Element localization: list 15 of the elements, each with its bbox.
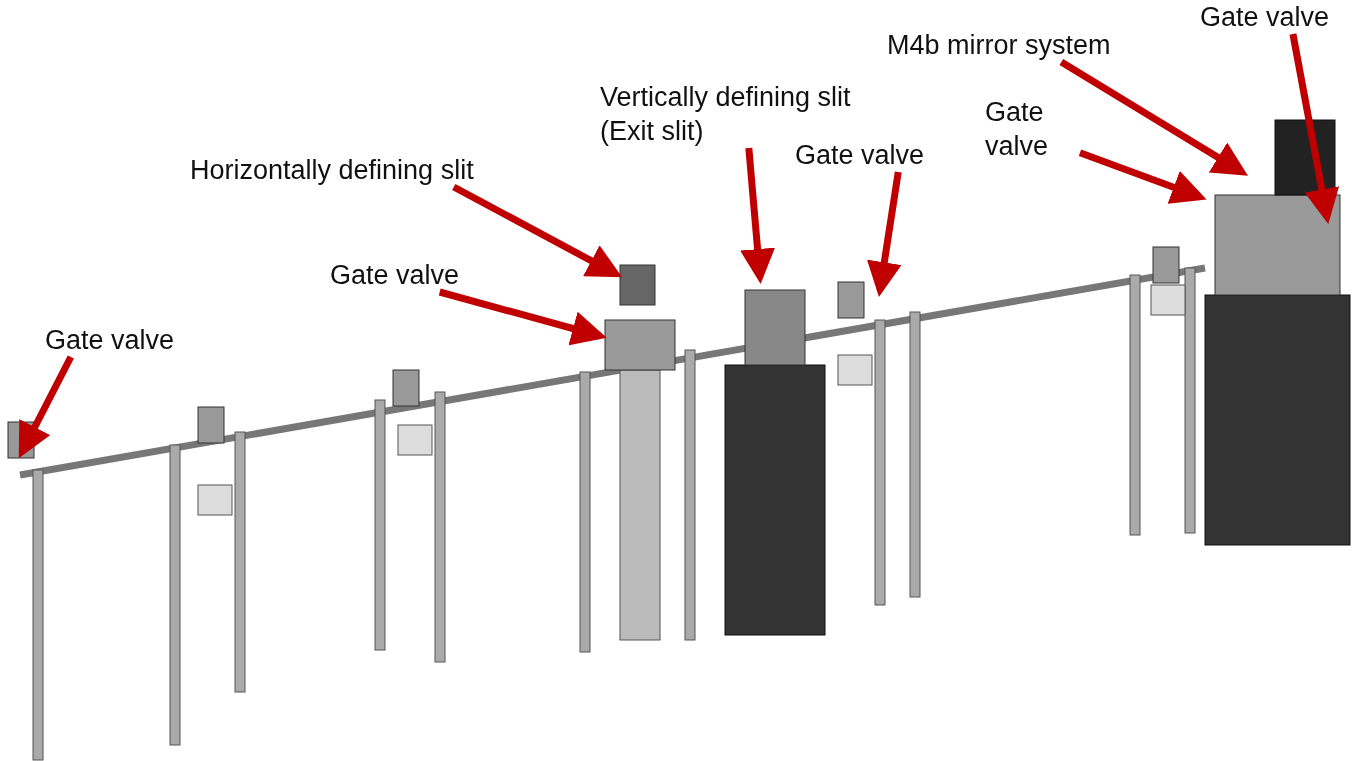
- leader-arrow: [18, 355, 74, 459]
- leader-arrow: [740, 147, 775, 284]
- leader-arrow: [438, 288, 607, 346]
- callout-label: M4b mirror system: [887, 28, 1111, 62]
- callout-label: Gate valve: [795, 138, 925, 172]
- leader-arrow: [1078, 149, 1207, 204]
- callout-label: Gate valve: [330, 258, 460, 292]
- callout-label: Horizontally defining slit: [190, 153, 474, 187]
- leader-arrow: [1289, 33, 1340, 224]
- leader-arrow: [867, 171, 902, 297]
- leader-arrow: [452, 183, 623, 278]
- callout-label: Gate valve: [985, 95, 1080, 163]
- leader-arrow: [1059, 59, 1248, 176]
- callout-label: Gate valve: [45, 323, 175, 357]
- callout-label: Gate valve: [1200, 0, 1330, 34]
